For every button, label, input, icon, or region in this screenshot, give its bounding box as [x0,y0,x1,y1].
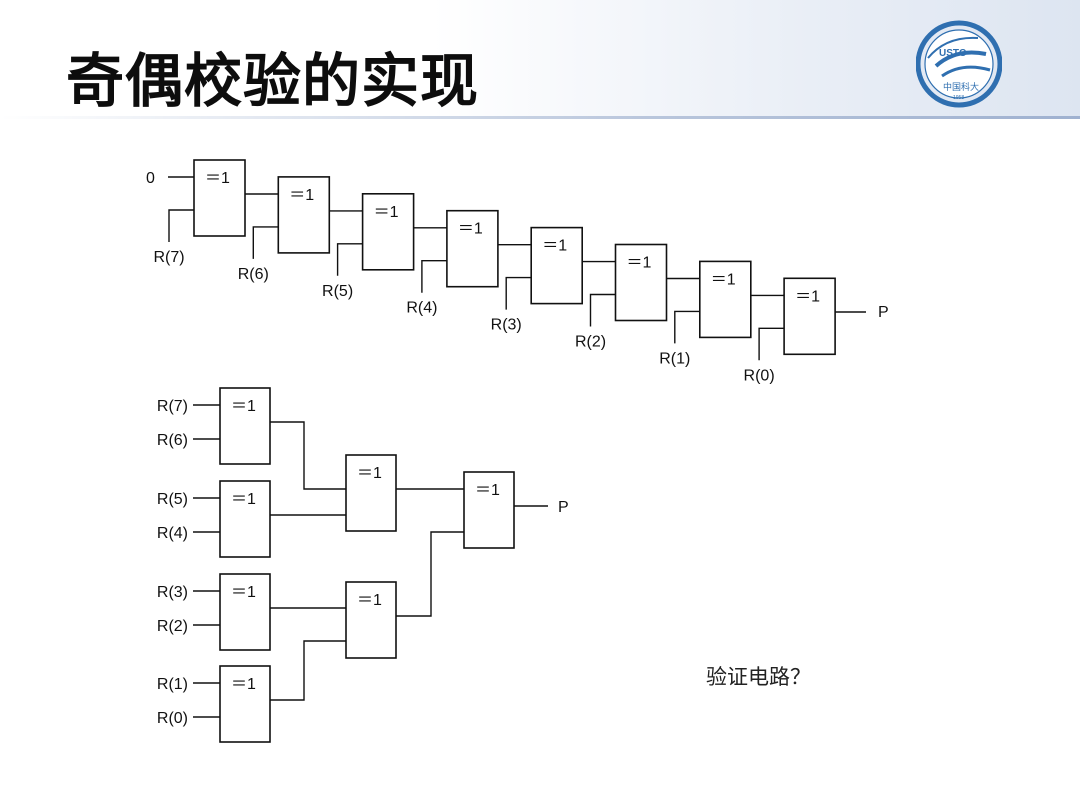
chain-xor-gate-6-label: ＝1 [711,271,736,288]
tree-leaf-gate-2-label: ＝1 [231,584,256,601]
logo-year: 1958 [953,95,964,101]
chain-input-wire-0 [168,209,194,242]
chain-input-label-5: R(2) [575,334,606,351]
tree-leaf-input-label-a-2: R(3) [157,584,188,601]
chain-xor-gate-7 [783,277,836,356]
chain-constant-label: 0 [146,170,155,187]
tree-wire-leaf3-mid1 [270,640,346,701]
tree-leaf-input-label-b-0: R(6) [157,432,188,449]
header-divider [0,116,1080,119]
tree-leaf-input-label-b-3: R(0) [157,710,188,727]
chain-input-wire-6 [674,310,700,344]
tree-leaf-input-label-a-3: R(1) [157,676,188,693]
tree-leaf-gate-1 [219,480,271,558]
chain-input-label-1: R(6) [238,266,269,283]
tree-wire-mid1-final [396,531,464,617]
chain-xor-gate-6 [698,260,752,339]
chain-xor-gate-4 [530,226,584,305]
tree-leaf-gate-0 [219,387,271,465]
chain-input-wire-7 [758,327,785,361]
chain-xor-gate-1-label: ＝1 [289,187,314,204]
chain-xor-gate-5 [614,243,668,322]
tree-final-gate [463,471,515,549]
chain-xor-gate-1 [277,176,331,254]
tree-leaf-gate-2 [219,573,271,651]
chain-xor-gate-3-label: ＝1 [458,221,483,238]
chain-input-label-3: R(4) [406,300,437,317]
tree-leaf-input-label-b-2: R(2) [157,618,188,635]
chain-xor-gate-0-label: ＝1 [205,170,230,187]
tree-leaf-gate-3 [219,665,271,743]
chain-input-wire-2 [336,243,363,276]
chain-input-label-6: R(1) [659,350,690,367]
chain-input-wire-1 [252,226,279,259]
chain-xor-gate-2-label: ＝1 [374,204,399,221]
chain-xor-gate-3 [446,209,499,288]
chain-input-label-2: R(5) [322,283,353,300]
tree-wire-leaf0-mid0 [270,421,346,490]
tree-leaf-gate-3-label: ＝1 [231,676,256,693]
tree-output-label: P [558,499,569,516]
logo-bottom-text: 中国科大 [943,81,979,93]
tree-mid-gate-1-label: ＝1 [357,592,382,609]
ustc-logo: USTC 中国科大 1958 [916,20,1002,108]
chain-xor-gate-2 [361,193,415,271]
tree-final-gate-label: ＝1 [475,482,500,499]
tree-leaf-gate-1-label: ＝1 [231,491,256,508]
tree-leaf-input-label-a-0: R(7) [157,398,188,415]
tree-mid-gate-0-label: ＝1 [357,465,382,482]
chain-input-label-0: R(7) [153,249,184,266]
header-background [0,0,1080,118]
chain-xor-gate-5-label: ＝1 [627,255,652,272]
chain-xor-gate-4-label: ＝1 [542,238,567,255]
chain-input-wire-3 [421,260,447,293]
chain-input-wire-4 [505,276,532,310]
tree-mid-gate-0 [345,454,397,532]
tree-leaf-gate-0-label: ＝1 [231,398,256,415]
chain-input-label-7: R(0) [744,367,775,384]
verify-question: 验证电路？ [706,665,811,689]
chain-output-label: P [878,304,889,321]
tree-mid-gate-1 [345,581,397,659]
slide-title: 奇偶校验的实现 [66,47,480,115]
chain-xor-gate-0 [193,159,246,237]
chain-xor-gate-7-label: ＝1 [795,288,820,305]
tree-leaf-input-label-b-1: R(4) [157,525,188,542]
logo-top-text: USTC [939,48,966,59]
chain-input-wire-5 [589,293,616,327]
chain-input-label-4: R(3) [491,317,522,334]
tree-leaf-input-label-a-1: R(5) [157,491,188,508]
